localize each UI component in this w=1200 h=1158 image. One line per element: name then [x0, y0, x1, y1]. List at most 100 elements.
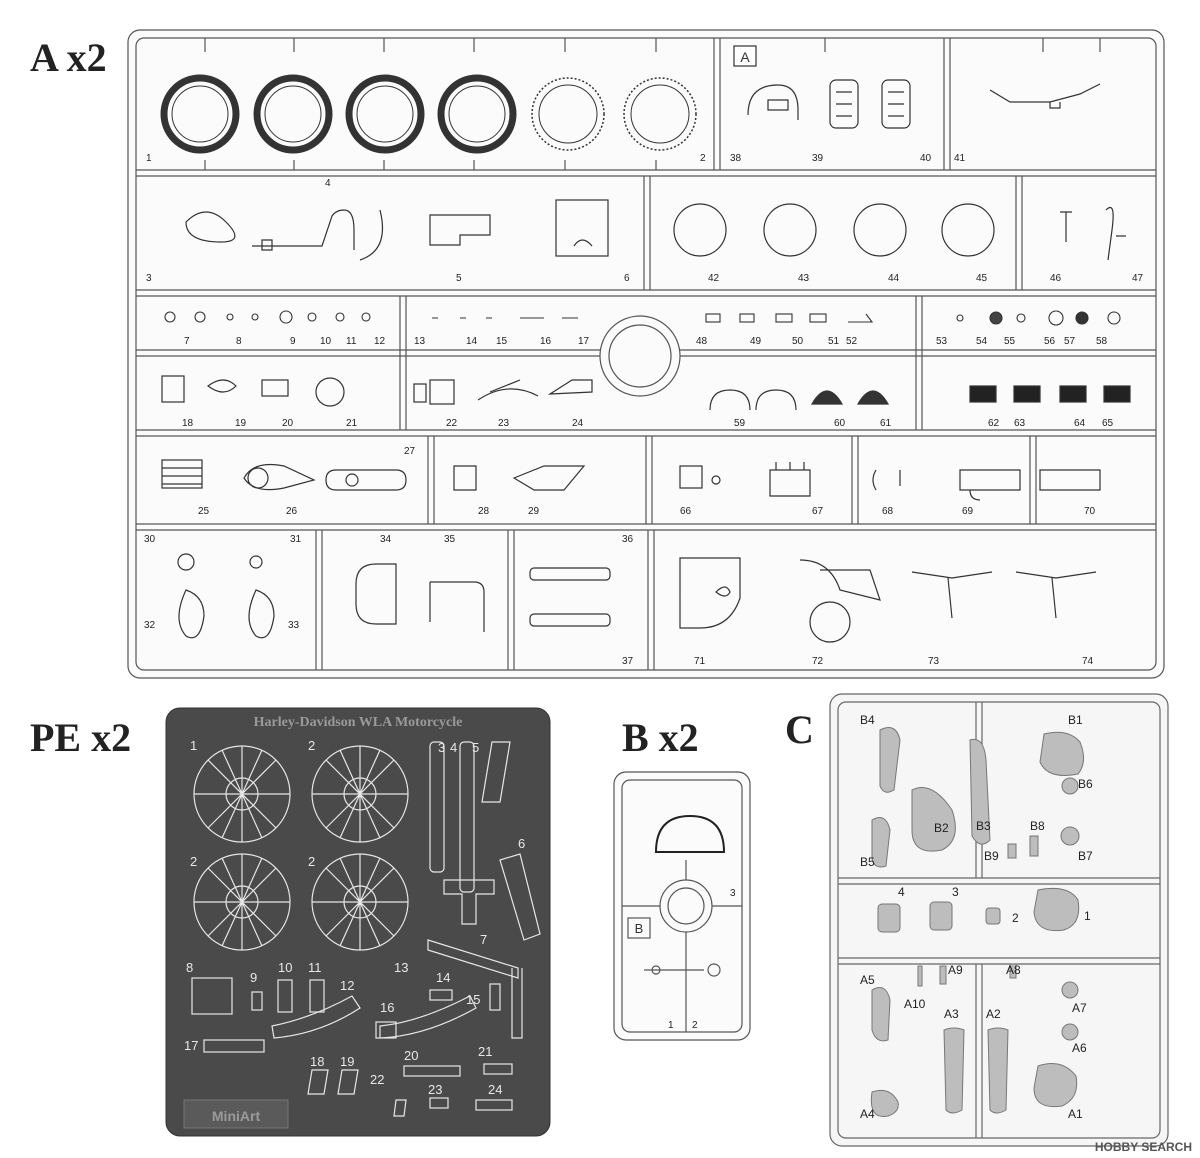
svg-text:B1: B1 — [1068, 713, 1083, 727]
svg-text:2: 2 — [308, 738, 315, 753]
svg-text:1: 1 — [146, 153, 152, 164]
svg-text:2: 2 — [700, 153, 706, 164]
svg-text:74: 74 — [1082, 656, 1094, 667]
svg-text:18: 18 — [182, 418, 194, 429]
svg-text:3: 3 — [438, 740, 445, 755]
svg-text:8: 8 — [186, 960, 193, 975]
svg-text:A7: A7 — [1072, 1001, 1087, 1015]
watermark: HOBBY SEARCH — [1094, 1140, 1192, 1154]
svg-text:A3: A3 — [944, 1007, 959, 1021]
svg-text:59: 59 — [734, 418, 746, 429]
svg-text:42: 42 — [708, 273, 720, 284]
svg-text:22: 22 — [446, 418, 458, 429]
svg-text:69: 69 — [962, 506, 974, 517]
svg-text:23: 23 — [428, 1082, 442, 1097]
svg-text:14: 14 — [466, 336, 478, 347]
svg-text:39: 39 — [812, 153, 824, 164]
sprue-b: B — [613, 771, 751, 1041]
svg-text:20: 20 — [404, 1048, 418, 1063]
svg-text:2: 2 — [1012, 911, 1019, 925]
svg-text:71: 71 — [694, 656, 706, 667]
svg-text:17: 17 — [184, 1038, 198, 1053]
svg-text:30: 30 — [144, 534, 156, 545]
frame-parts-row2 — [185, 199, 1126, 261]
svg-text:A4: A4 — [860, 1107, 875, 1121]
svg-text:54: 54 — [976, 336, 988, 347]
svg-text:64: 64 — [1074, 418, 1086, 429]
sprue-b-part-1: 1 — [668, 1020, 674, 1031]
svg-text:58: 58 — [1096, 336, 1108, 347]
svg-text:63: 63 — [1014, 418, 1026, 429]
svg-text:45: 45 — [976, 273, 988, 284]
svg-text:B4: B4 — [860, 713, 875, 727]
svg-text:B2: B2 — [934, 821, 949, 835]
svg-text:14: 14 — [436, 970, 450, 985]
svg-text:68: 68 — [882, 506, 894, 517]
svg-text:1: 1 — [1084, 909, 1091, 923]
svg-text:72: 72 — [812, 656, 824, 667]
sprue-a-part-numbers: 1 2 3 4 5 6 7 8 9 10 11 12 13 14 15 16 1… — [144, 153, 1144, 667]
figure-parts — [870, 727, 1084, 1117]
svg-text:B: B — [635, 921, 644, 936]
svg-text:51: 51 — [828, 336, 840, 347]
svg-text:5: 5 — [456, 273, 462, 284]
svg-text:48: 48 — [696, 336, 708, 347]
svg-text:9: 9 — [290, 336, 296, 347]
frame-parts-row6 — [177, 553, 1097, 643]
svg-text:A6: A6 — [1072, 1041, 1087, 1055]
svg-text:18: 18 — [310, 1054, 324, 1069]
svg-text:6: 6 — [624, 273, 630, 284]
svg-text:15: 15 — [466, 992, 480, 1007]
svg-text:2: 2 — [190, 854, 197, 869]
svg-text:12: 12 — [340, 978, 354, 993]
svg-text:41: 41 — [954, 153, 966, 164]
svg-text:29: 29 — [528, 506, 540, 517]
engine-parts-row4 — [161, 375, 1131, 411]
svg-text:10: 10 — [320, 336, 332, 347]
svg-text:4: 4 — [898, 885, 905, 899]
svg-text:26: 26 — [286, 506, 298, 517]
svg-text:A9: A9 — [948, 963, 963, 977]
svg-text:16: 16 — [380, 1000, 394, 1015]
svg-text:33: 33 — [288, 620, 300, 631]
svg-text:5: 5 — [472, 740, 479, 755]
svg-text:24: 24 — [572, 418, 584, 429]
svg-text:73: 73 — [928, 656, 940, 667]
svg-text:A: A — [740, 49, 750, 65]
svg-text:7: 7 — [184, 336, 190, 347]
svg-text:40: 40 — [920, 153, 932, 164]
svg-text:38: 38 — [730, 153, 742, 164]
pe-sheet: Harley-Davidson WLA Motorcycle — [165, 707, 551, 1137]
svg-text:57: 57 — [1064, 336, 1076, 347]
svg-text:70: 70 — [1084, 506, 1096, 517]
svg-text:A1: A1 — [1068, 1107, 1083, 1121]
svg-text:B9: B9 — [984, 849, 999, 863]
svg-text:3: 3 — [146, 273, 152, 284]
sprue-b-label: B x2 — [622, 715, 699, 760]
svg-text:11: 11 — [308, 960, 322, 975]
svg-text:2: 2 — [308, 854, 315, 869]
svg-text:32: 32 — [144, 620, 156, 631]
svg-text:23: 23 — [498, 418, 510, 429]
svg-text:A2: A2 — [986, 1007, 1001, 1021]
svg-text:49: 49 — [750, 336, 762, 347]
svg-text:62: 62 — [988, 418, 1000, 429]
svg-text:31: 31 — [290, 534, 302, 545]
svg-text:20: 20 — [282, 418, 294, 429]
svg-text:47: 47 — [1132, 273, 1144, 284]
svg-text:65: 65 — [1102, 418, 1114, 429]
svg-text:MiniArt: MiniArt — [212, 1108, 261, 1124]
svg-text:17: 17 — [578, 336, 590, 347]
svg-text:34: 34 — [380, 534, 392, 545]
svg-text:13: 13 — [394, 960, 408, 975]
sprue-c-label: C — [785, 707, 814, 752]
svg-text:53: 53 — [936, 336, 948, 347]
svg-text:35: 35 — [444, 534, 456, 545]
sprue-c-part-labels: B4 B1 B6 B2 B3 B8 B9 B7 B5 4 3 2 1 A5 A9… — [860, 713, 1093, 1121]
svg-text:13: 13 — [414, 336, 426, 347]
svg-text:A10: A10 — [904, 997, 926, 1011]
sprue-b-part-2: 2 — [692, 1020, 698, 1031]
svg-text:16: 16 — [540, 336, 552, 347]
svg-text:36: 36 — [622, 534, 634, 545]
small-parts-row3 — [164, 310, 1121, 326]
